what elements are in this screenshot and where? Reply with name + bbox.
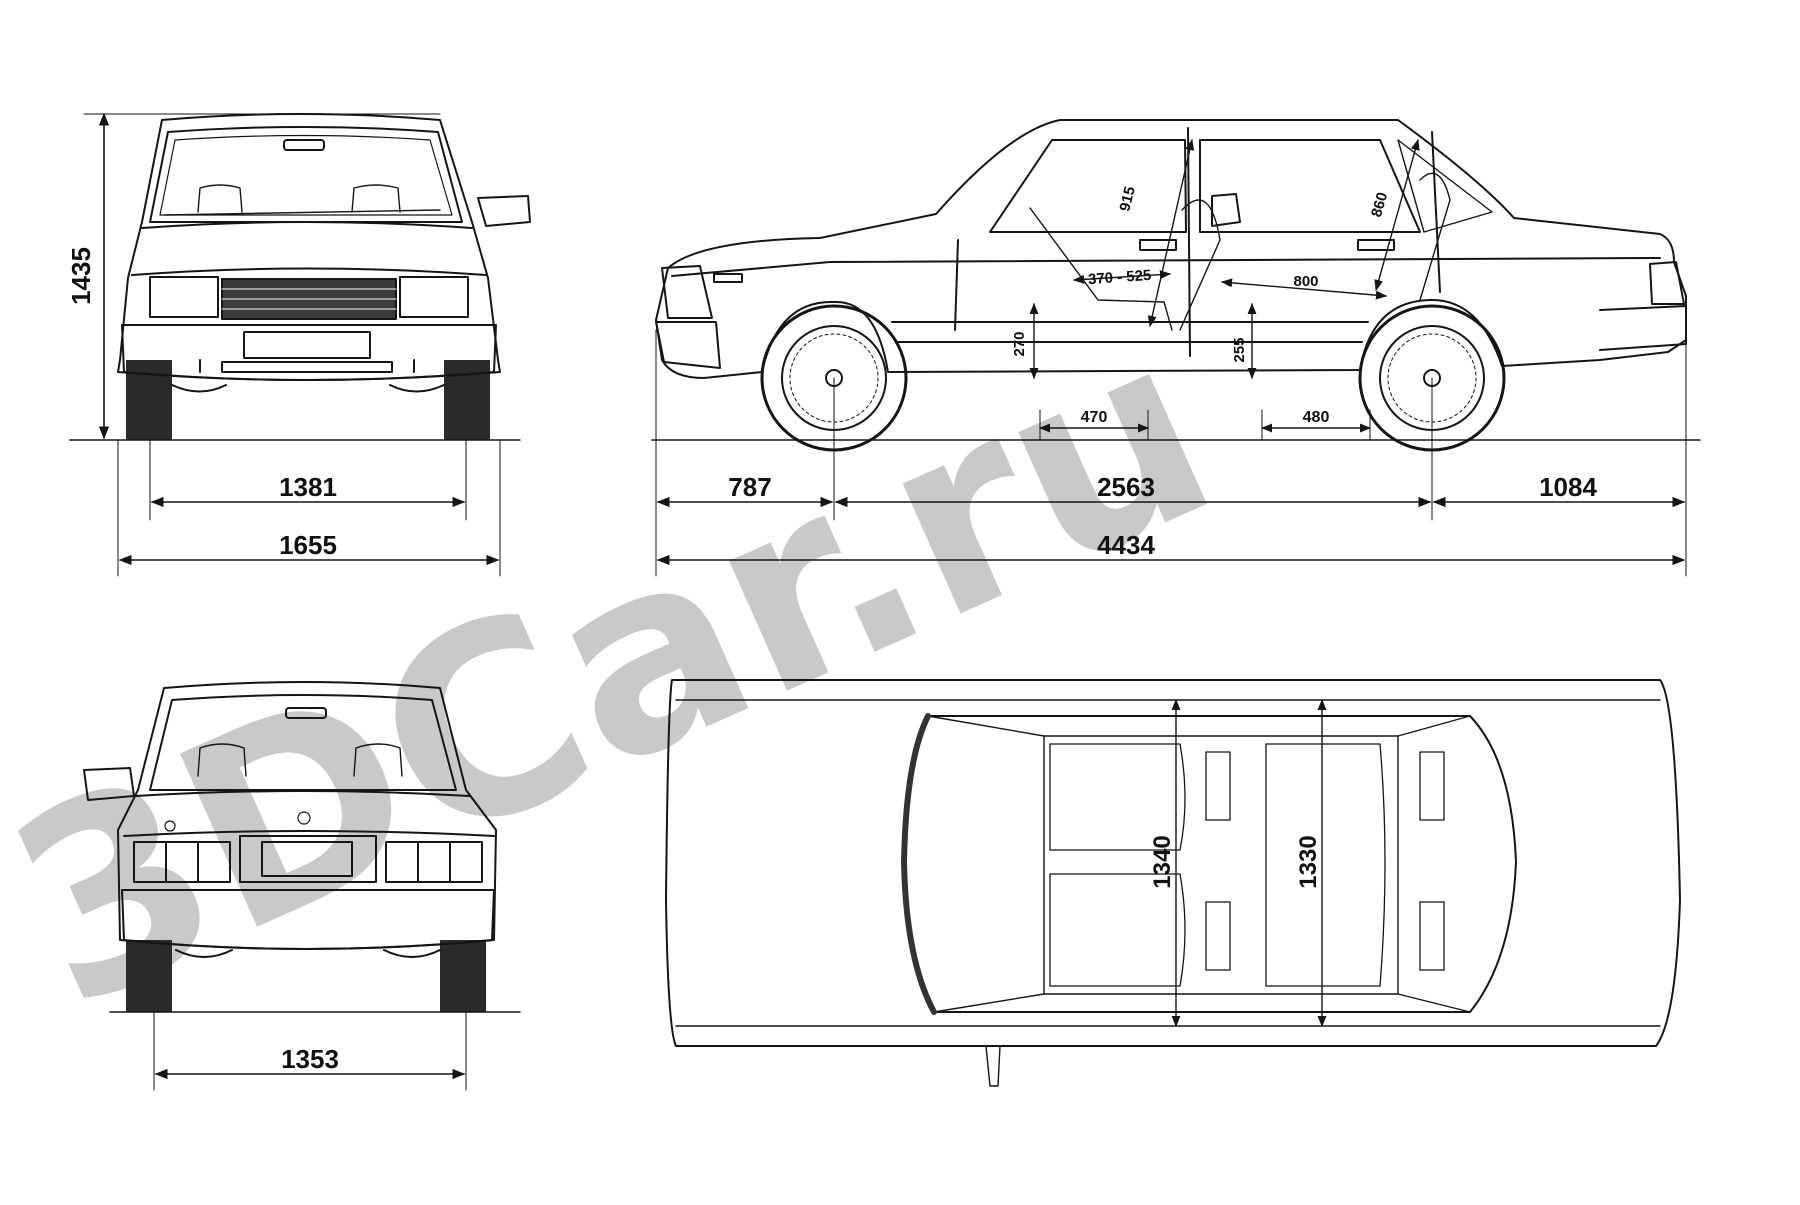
dim-top-rear-width: 1330 bbox=[1295, 835, 1322, 888]
dim-front-seat-height: 270 bbox=[1011, 331, 1028, 356]
watermark: 3DCar.ru bbox=[0, 276, 1252, 1067]
dimension-lines bbox=[69, 112, 1701, 1091]
dim-rear-seat-height: 255 bbox=[1231, 337, 1248, 362]
dim-seat-travel: 370 - 525 bbox=[1087, 267, 1151, 288]
dim-front-width: 1655 bbox=[279, 530, 337, 560]
dim-wheelbase: 2563 bbox=[1097, 472, 1155, 502]
rear-view bbox=[83, 681, 497, 1012]
dim-rear-legroom: 800 bbox=[1293, 273, 1318, 290]
dim-rear-track: 1353 bbox=[281, 1044, 339, 1074]
dim-rear-headroom: 860 bbox=[1368, 190, 1391, 219]
dim-front-height: 1435 bbox=[66, 247, 96, 305]
top-view bbox=[665, 679, 1681, 1087]
dim-overall-length: 4434 bbox=[1097, 530, 1155, 560]
dim-top-front-width: 1340 bbox=[1149, 835, 1176, 888]
dim-front-headroom: 915 bbox=[1116, 185, 1139, 213]
dim-front-overhang: 787 bbox=[728, 472, 771, 502]
dim-rear-overhang: 1084 bbox=[1539, 472, 1597, 502]
dimension-labels: 1435 1381 1655 787 2563 1084 4434 915 86… bbox=[66, 185, 1597, 1074]
dim-front-floor: 470 bbox=[1081, 409, 1108, 426]
dim-rear-floor: 480 bbox=[1303, 409, 1330, 426]
dim-front-track: 1381 bbox=[279, 472, 337, 502]
front-view bbox=[117, 113, 531, 440]
watermark-text: 3DCar.ru bbox=[0, 276, 1252, 1067]
